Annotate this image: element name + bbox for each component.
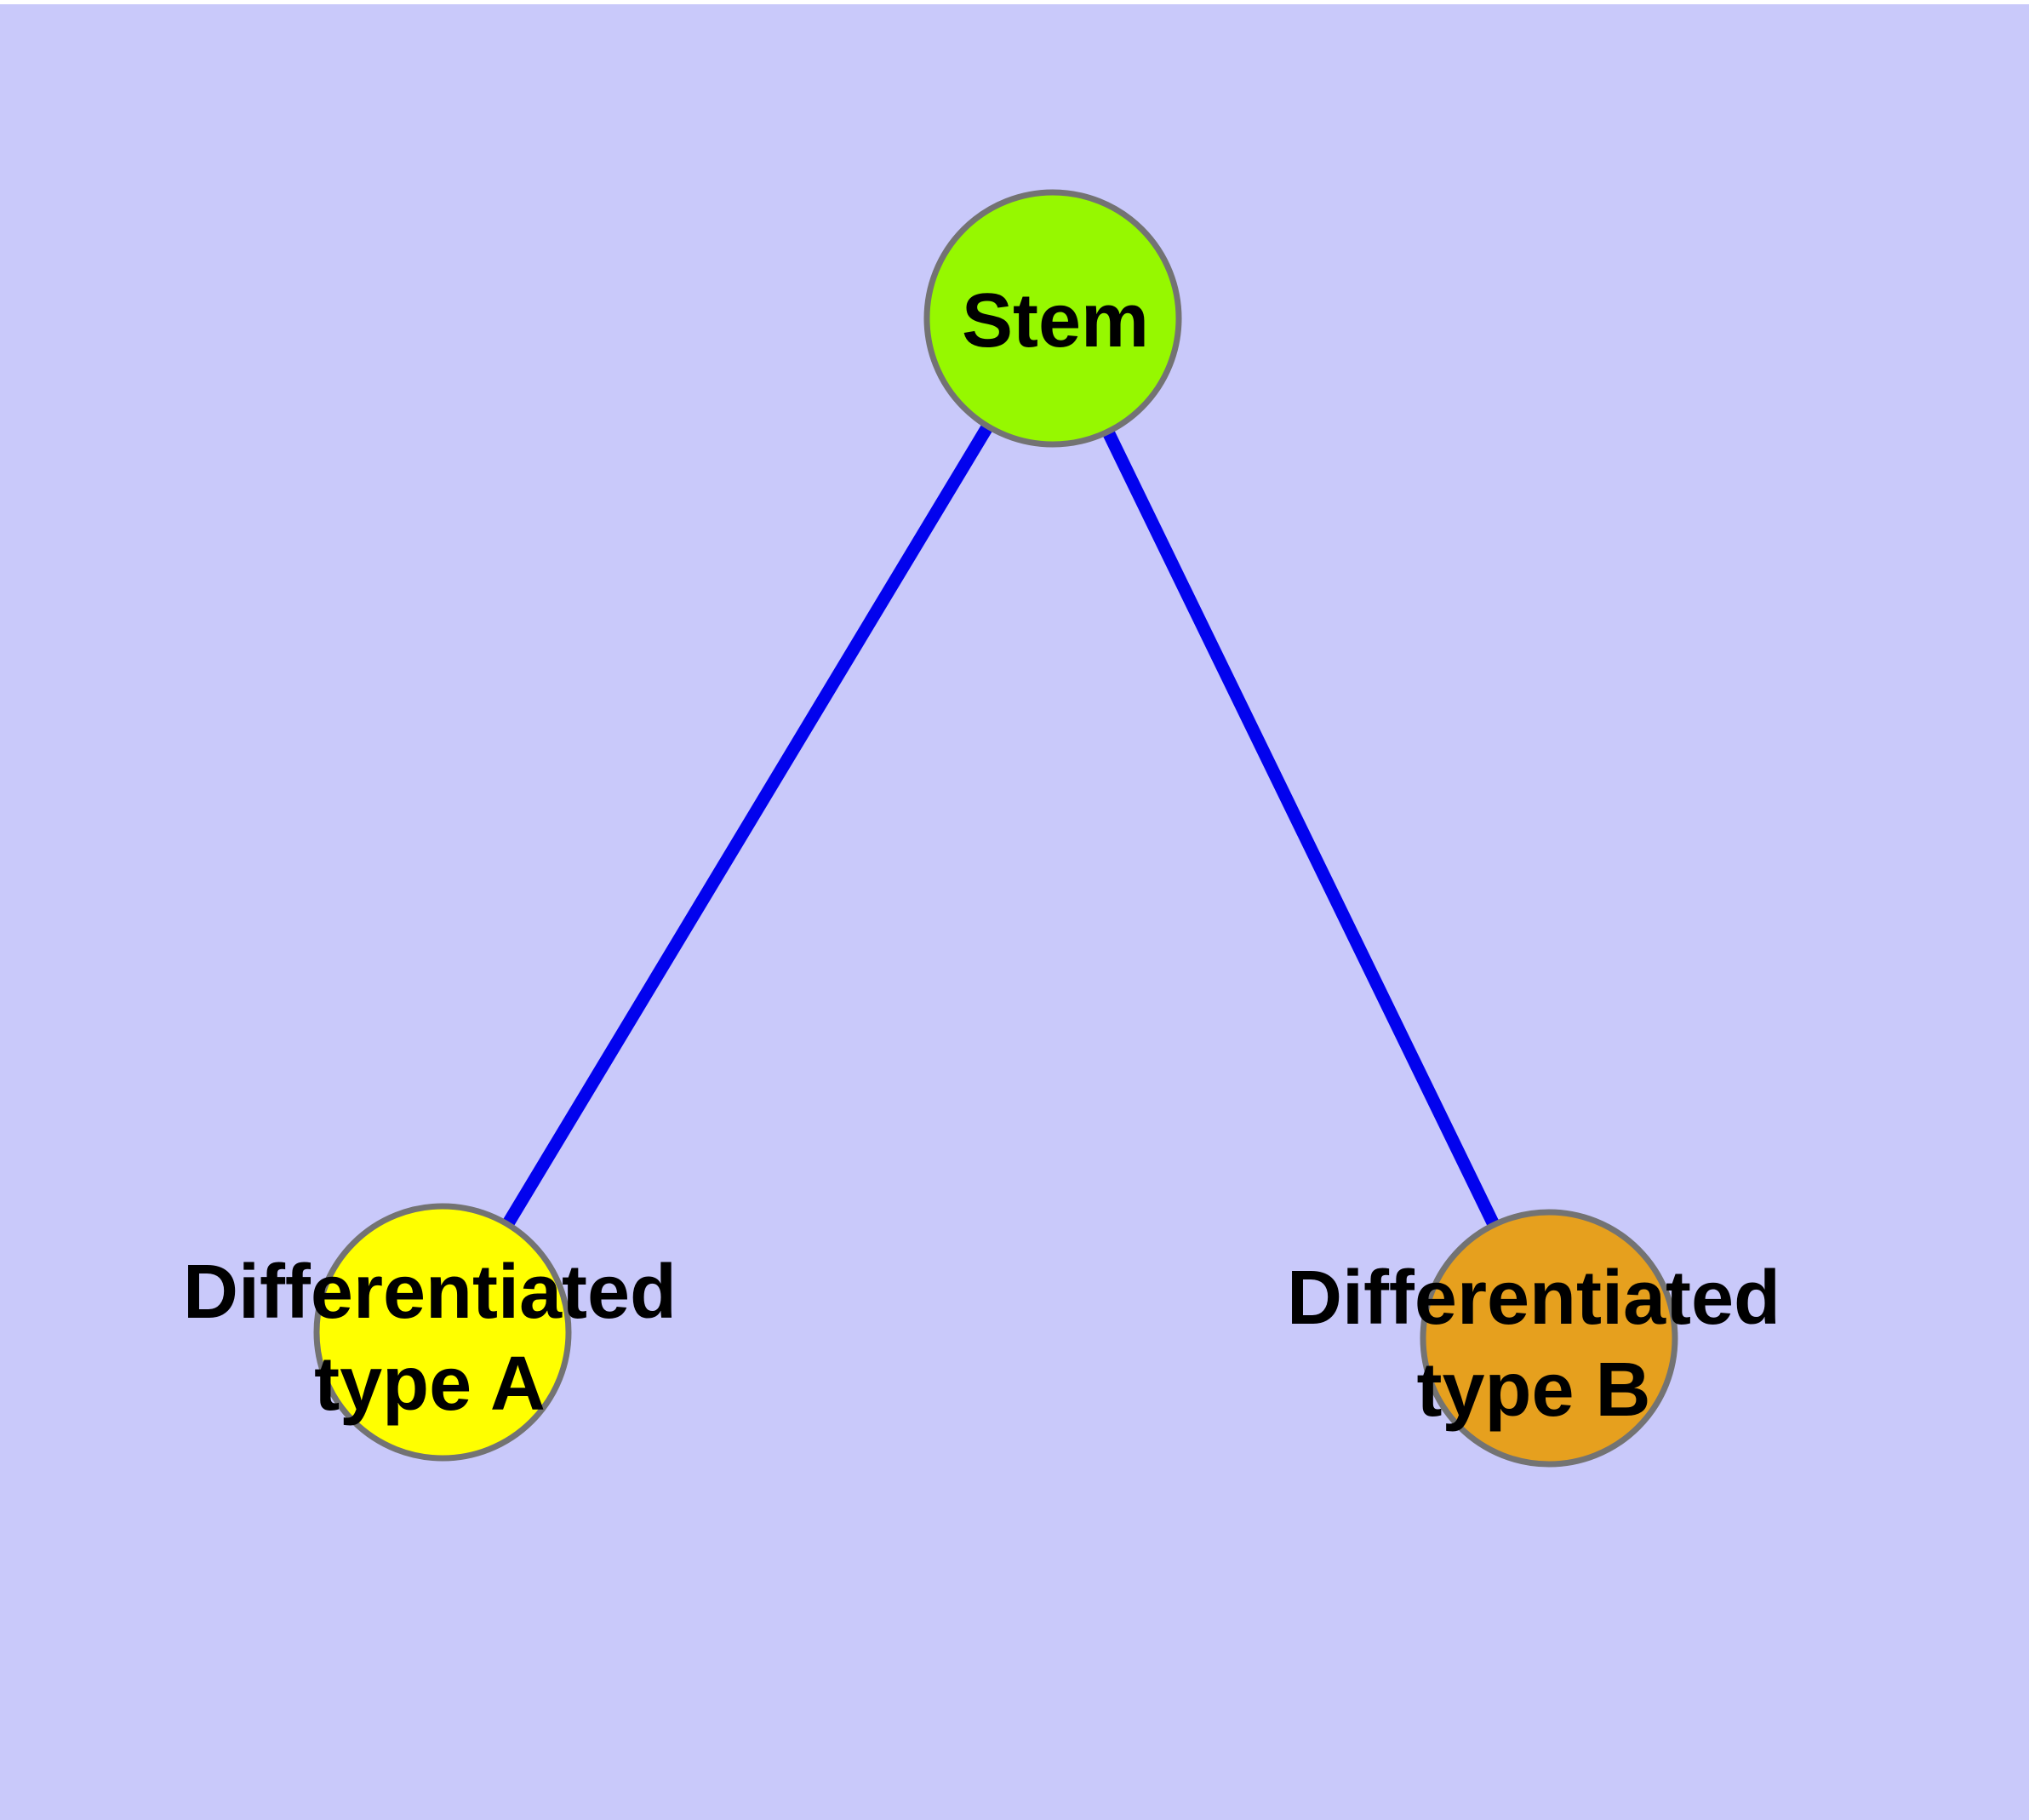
node-label-type-a-line1: Differentiated: [183, 1250, 677, 1335]
node-label-type-a-line2: type A: [314, 1342, 546, 1427]
node-label-type-b-line2: type B: [1416, 1348, 1650, 1433]
edge-stem-to-type-a: [437, 315, 1059, 1336]
edge-stem-to-type-b: [1047, 315, 1555, 1342]
node-label-stem: Stem: [962, 278, 1149, 363]
window-top-margin: [0, 0, 2029, 4]
node-label-type-b-line1: Differentiated: [1287, 1256, 1780, 1341]
node-stem: [923, 189, 1182, 448]
node-differentiated-type-b: [1420, 1209, 1678, 1468]
node-differentiated-type-a: [313, 1203, 572, 1462]
